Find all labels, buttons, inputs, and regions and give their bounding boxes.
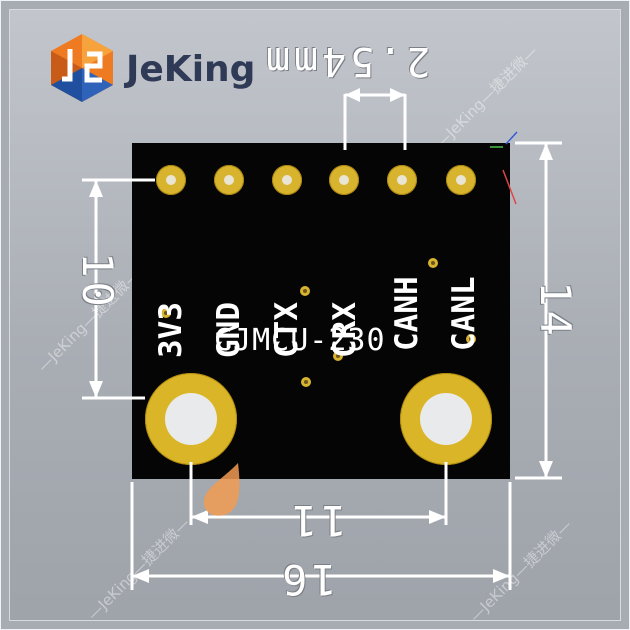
mounting-hole-left — [145, 373, 237, 465]
board-title: CJMCU-230 — [214, 323, 386, 358]
mounting-hole-right — [400, 373, 492, 465]
header-pad-crx — [329, 165, 359, 195]
dimension-label-10: 10 — [72, 252, 122, 311]
via — [161, 308, 171, 318]
header-pad-gnd — [214, 165, 244, 195]
dimension-label-11: 11 — [288, 496, 347, 545]
via — [428, 258, 438, 268]
via — [301, 377, 311, 387]
header-pad-ctx — [272, 165, 302, 195]
dimension-label-16: 16 — [278, 555, 337, 604]
brand-logo: JeKing — [48, 32, 278, 104]
header-pad-canh — [387, 165, 417, 195]
dimension-label-pitch: 2.54mm — [262, 38, 431, 84]
brand-name: JeKing — [126, 49, 256, 90]
via — [333, 351, 343, 361]
header-pad-3v3 — [156, 165, 186, 195]
via — [300, 286, 310, 296]
brand-logo-icon — [51, 34, 113, 102]
dimension-label-14: 14 — [530, 281, 580, 340]
header-pad-canl — [446, 165, 476, 195]
via — [466, 334, 476, 344]
